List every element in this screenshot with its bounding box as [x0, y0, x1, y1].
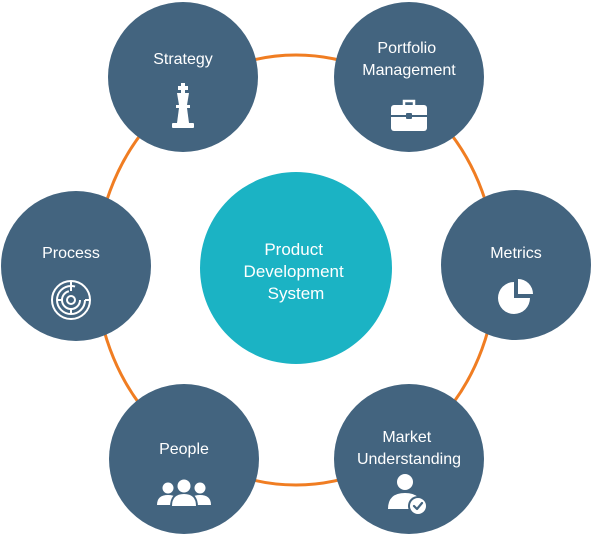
node-metrics: Metrics — [441, 190, 591, 340]
center-label-line: Development — [244, 262, 344, 281]
node-label-line: Strategy — [153, 51, 213, 68]
node-strategy: Strategy — [108, 2, 258, 152]
node-people: People — [109, 384, 259, 534]
node-label: Metrics — [490, 245, 542, 262]
node-label-line: Management — [362, 62, 456, 79]
pie-chart-icon — [498, 279, 533, 314]
user-check-icon — [388, 474, 428, 516]
node-circle — [108, 2, 258, 152]
node-label-line: Market — [382, 429, 431, 446]
maze-icon — [51, 280, 91, 320]
center-label: Product Development System — [244, 240, 349, 303]
briefcase-icon — [391, 99, 427, 131]
node-portfolio-management: Portfolio Management — [334, 2, 484, 152]
node-label-line: Metrics — [490, 245, 542, 262]
chess-king-icon — [172, 83, 194, 128]
people-group-icon — [157, 477, 211, 507]
center-circle — [200, 172, 392, 364]
node-label: People — [159, 441, 209, 458]
node-circle — [441, 190, 591, 340]
node-label: Market Understanding — [357, 429, 461, 468]
node-circle — [109, 384, 259, 534]
node-label-line: Understanding — [357, 451, 461, 468]
node-label-line: Process — [42, 245, 100, 262]
center-node: Product Development System — [200, 172, 392, 364]
node-label: Process — [42, 245, 100, 262]
node-process: Process — [1, 191, 151, 341]
node-label: Portfolio Management — [362, 40, 456, 79]
node-circle — [334, 2, 484, 152]
node-circle — [1, 191, 151, 341]
center-label-line: Product — [264, 240, 323, 259]
node-label-line: People — [159, 441, 209, 458]
node-label: Strategy — [153, 51, 213, 68]
node-label-line: Portfolio — [377, 40, 436, 57]
center-label-line: System — [268, 284, 325, 303]
node-circle — [334, 384, 484, 534]
node-market-understanding: Market Understanding — [334, 384, 484, 534]
